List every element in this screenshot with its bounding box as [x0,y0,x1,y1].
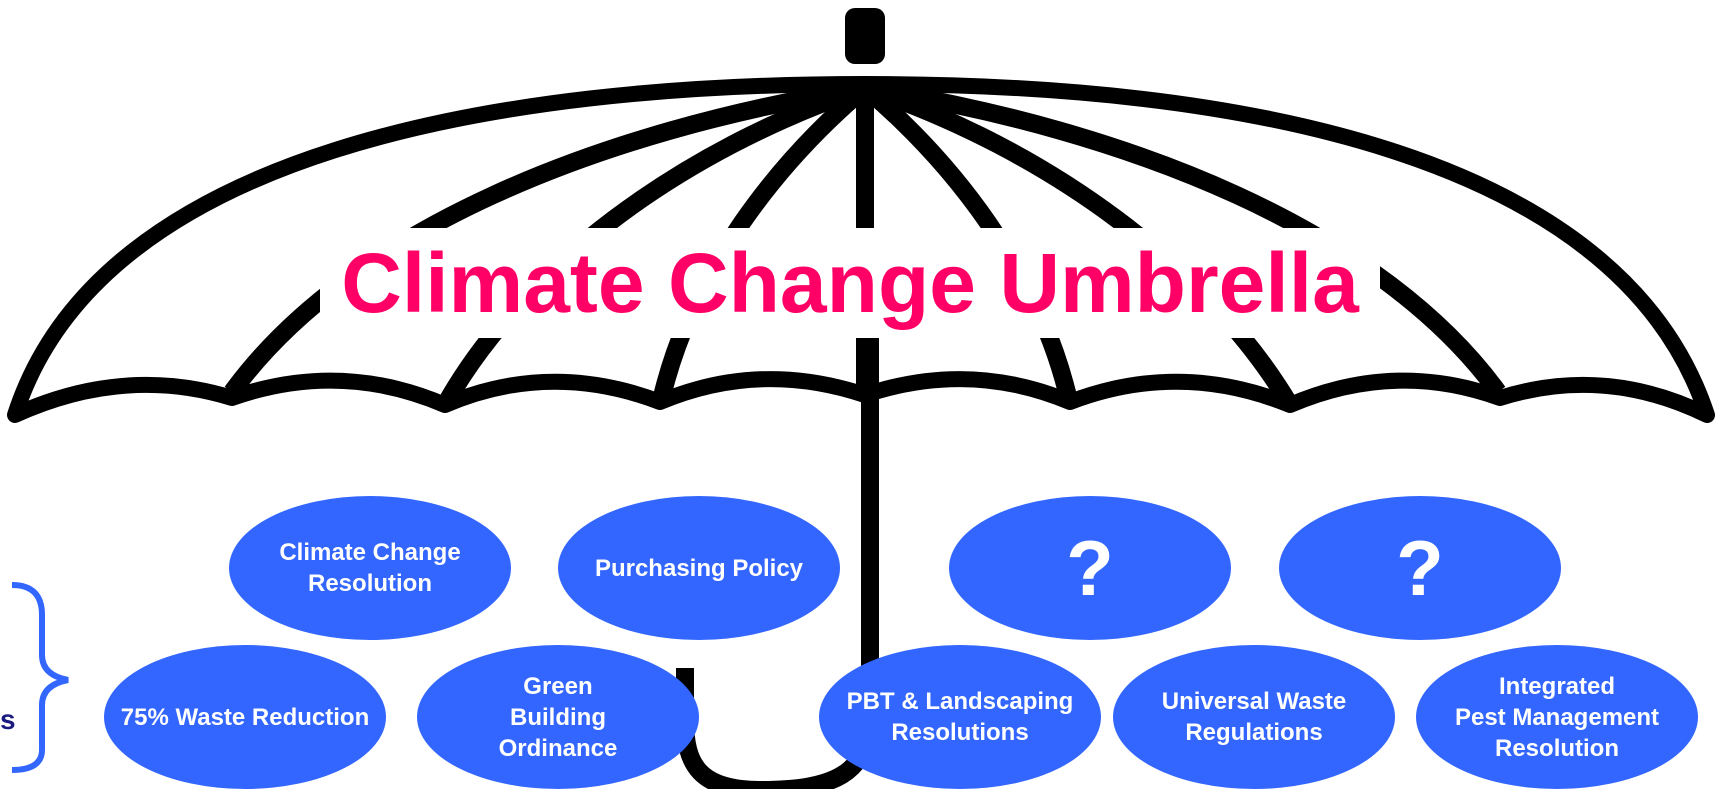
oval-label: Universal Waste Regulations [1161,688,1347,746]
oval-label: PBT & Landscaping Resolutions [846,688,1074,746]
side-label-fragment: s [0,704,16,735]
oval-label: Green Building Ordinance [498,672,618,762]
oval-waste-reduction: 75% Waste Reduction [104,645,386,789]
umbrella-canopy [7,76,1715,423]
oval-label: Climate Change Resolution [279,539,461,597]
umbrella-ribs [224,79,1506,410]
left-brace [11,582,69,773]
oval-green-building-ordinance: Green Building Ordinance [417,645,699,789]
oval-label: Integrated Pest Management Resolution [1454,672,1660,762]
oval-purchasing-policy: Purchasing Policy [558,496,840,640]
oval-question-1: ? [949,496,1231,640]
question-mark-label: ? [1396,524,1444,612]
oval-label: 75% Waste Reduction [120,703,370,731]
oval-question-2: ? [1279,496,1561,640]
oval-universal-waste: Universal Waste Regulations [1113,645,1395,789]
oval-integrated-pest-management: Integrated Pest Management Resolution [1416,645,1698,789]
oval-climate-change-resolution: Climate Change Resolution [229,496,511,640]
diagram-title: Climate Change Umbrella [320,228,1380,338]
umbrella-tip [845,8,885,64]
oval-pbt-landscaping: PBT & Landscaping Resolutions [819,645,1101,789]
question-mark-label: ? [1066,524,1114,612]
oval-label: Purchasing Policy [594,554,804,582]
